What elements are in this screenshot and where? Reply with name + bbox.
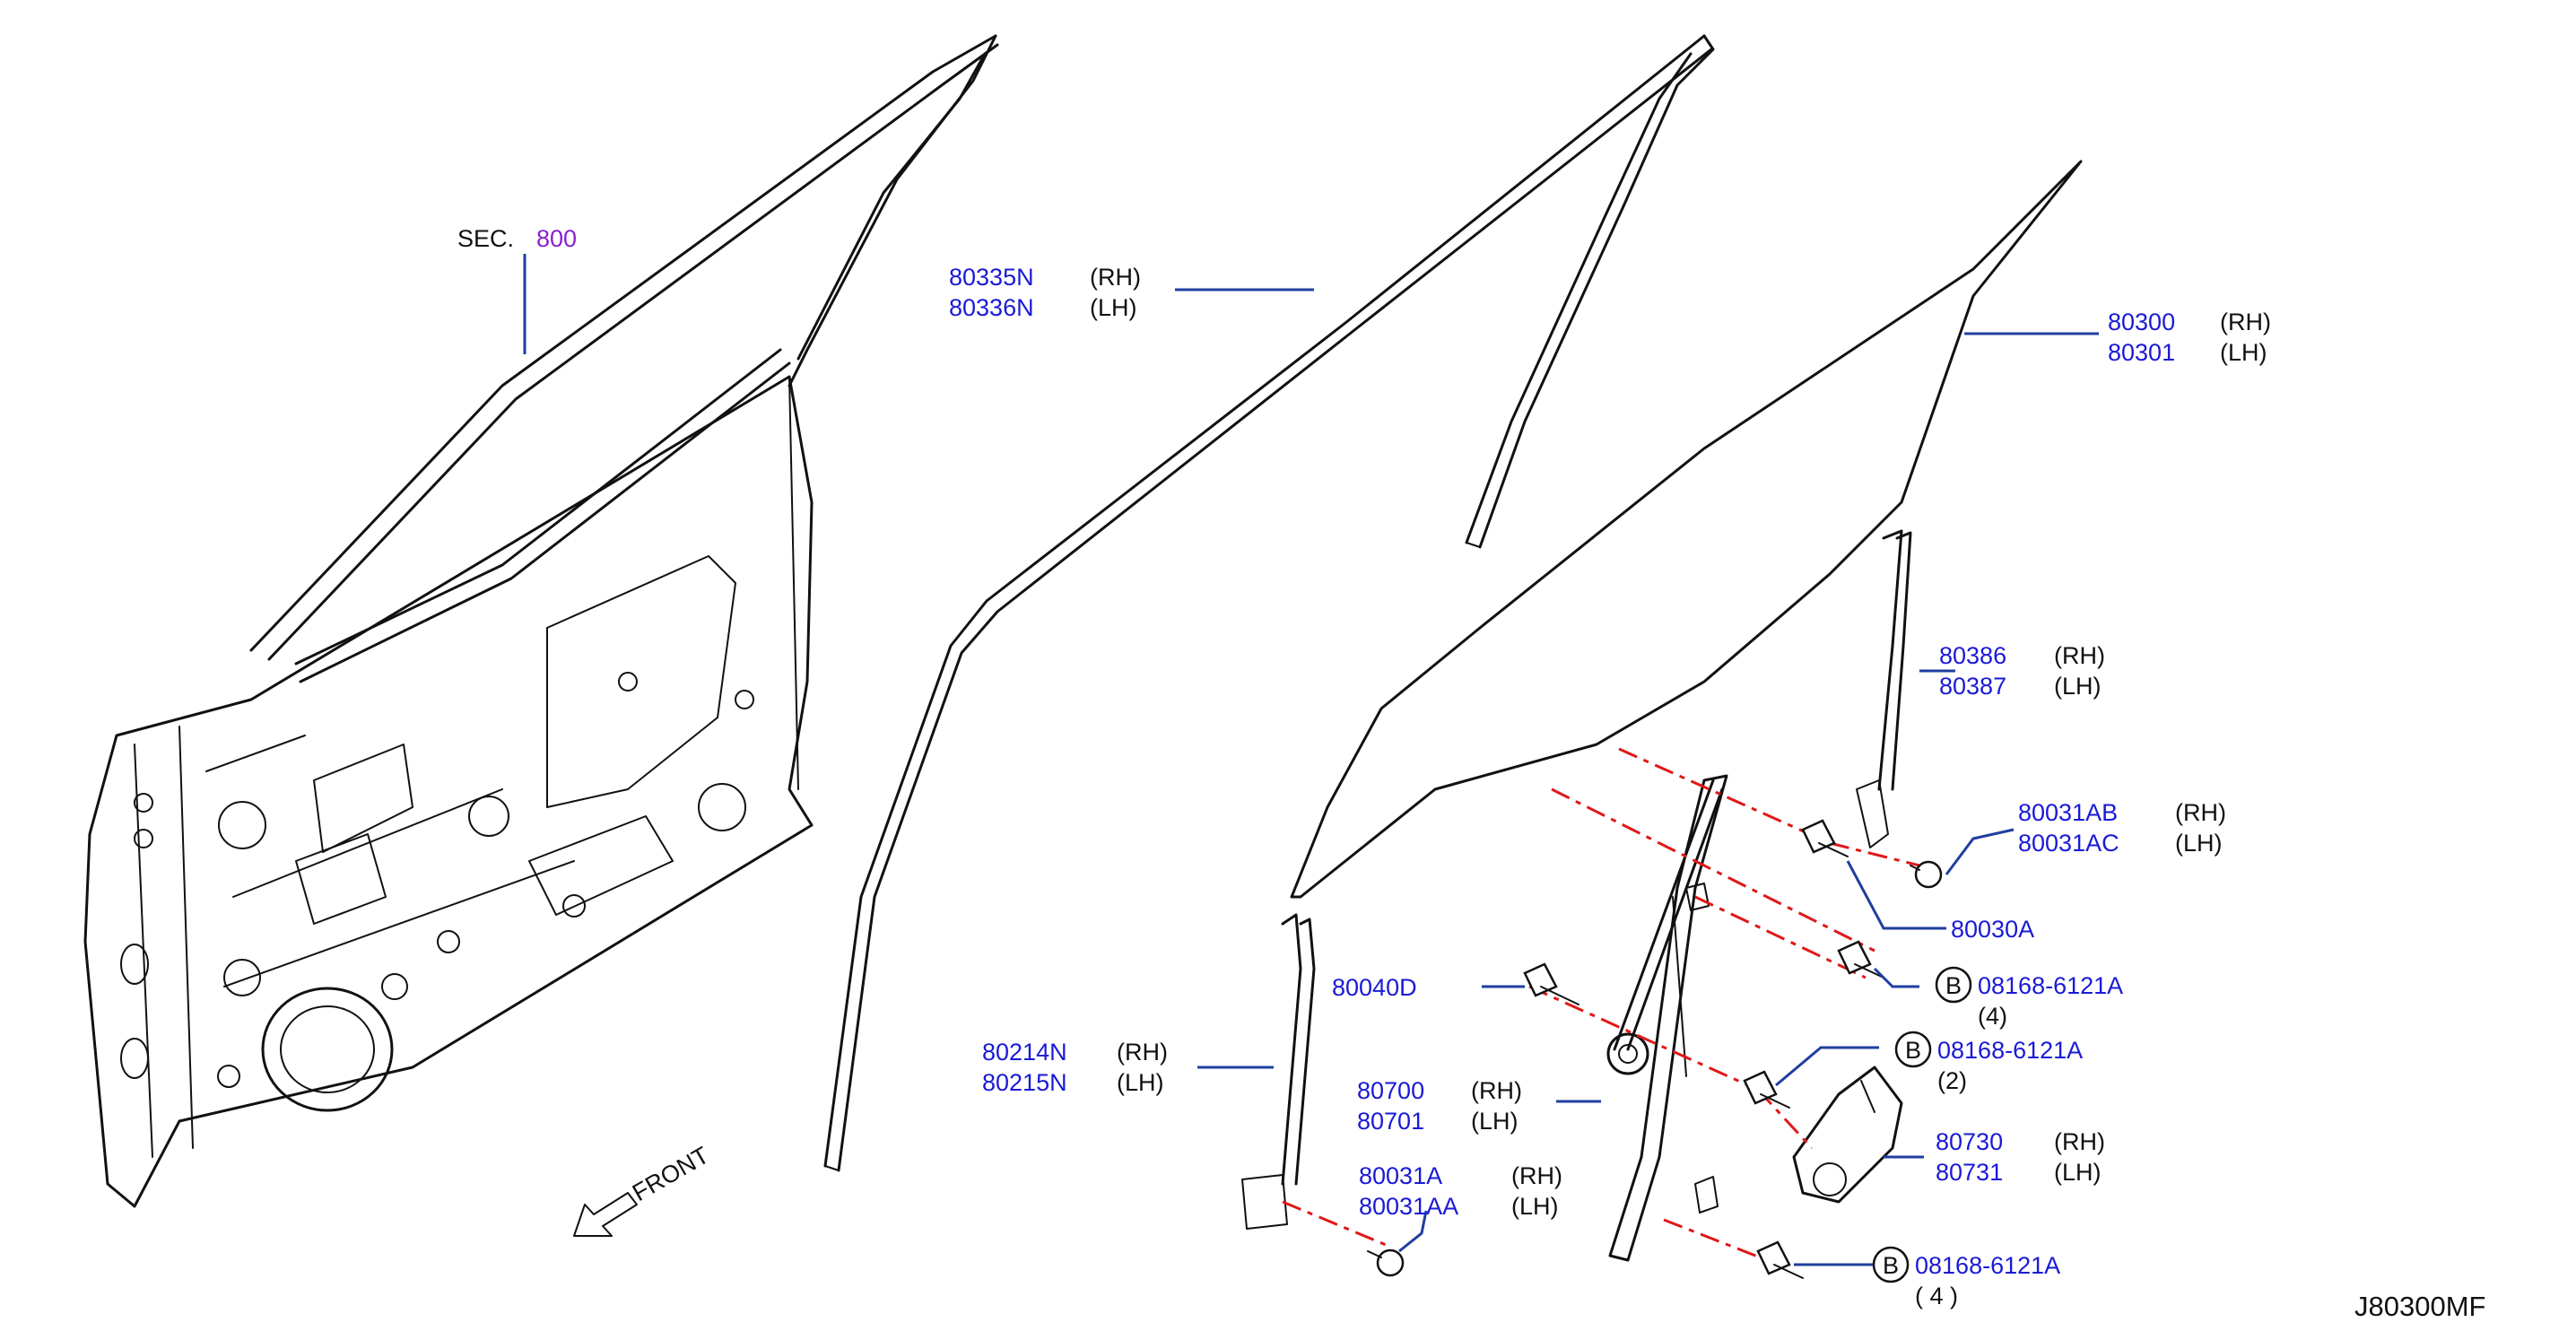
fastener-b2-qty: (2) bbox=[1937, 1067, 1967, 1094]
side-lh-80336n: (LH) bbox=[1090, 294, 1137, 321]
side-lh-80387: (LH) bbox=[2054, 673, 2102, 700]
fastener-b1-part[interactable]: 08168-6121A bbox=[1978, 972, 2123, 999]
diagram-code: J80300MF bbox=[2354, 1291, 2485, 1322]
door-glass-80300 bbox=[1290, 160, 2083, 899]
window-regulator-80700 bbox=[1606, 774, 1728, 1262]
assembly-lines bbox=[1282, 747, 1920, 1262]
bolt-80030a-icon bbox=[1801, 819, 1849, 857]
side-rh-80300: (RH) bbox=[2220, 309, 2271, 335]
front-sash-80214n bbox=[1241, 913, 1316, 1230]
part-80700[interactable]: 80700 bbox=[1357, 1077, 1424, 1104]
side-rh-80031ab: (RH) bbox=[2175, 799, 2226, 826]
clip-80031a-leader bbox=[1398, 1210, 1428, 1253]
side-lh-80031aa: (LH) bbox=[1511, 1193, 1559, 1220]
door-panel bbox=[83, 34, 999, 1208]
side-lh-80731: (LH) bbox=[2054, 1159, 2102, 1186]
part-80730[interactable]: 80730 bbox=[1936, 1128, 2003, 1155]
part-80301[interactable]: 80301 bbox=[2108, 339, 2175, 366]
section-ref-prefix: SEC. bbox=[457, 225, 514, 252]
clip-80031a-icon bbox=[1367, 1248, 1405, 1277]
side-rh-80031a: (RH) bbox=[1511, 1162, 1562, 1189]
fastener-b1-leader bbox=[1873, 967, 1919, 988]
fastener-b2-leader bbox=[1775, 1046, 1879, 1087]
clip-80031ab-icon bbox=[1910, 860, 1943, 889]
side-lh-80215n: (LH) bbox=[1117, 1069, 1164, 1096]
clip-80031ab-leader bbox=[1945, 828, 2015, 875]
side-rh-80700: (RH) bbox=[1471, 1077, 1522, 1104]
fastener-b3-symbol: B bbox=[1883, 1252, 1899, 1279]
fasteners bbox=[1367, 819, 1943, 1279]
part-80387[interactable]: 80387 bbox=[1939, 673, 2006, 700]
fastener-b3-symbol-circle bbox=[1872, 1246, 1910, 1283]
rear-guide-rail-80386 bbox=[1856, 529, 1912, 848]
side-lh-80301: (LH) bbox=[2220, 339, 2267, 366]
part-80040d[interactable]: 80040D bbox=[1332, 974, 1417, 1001]
bolt-80030a-leader bbox=[1846, 860, 1946, 930]
fastener-b3-part[interactable]: 08168-6121A bbox=[1915, 1252, 2060, 1279]
fastener-b2-part[interactable]: 08168-6121A bbox=[1937, 1037, 2083, 1064]
part-80031aa[interactable]: 80031AA bbox=[1359, 1193, 1458, 1220]
part-80215n[interactable]: 80215N bbox=[982, 1069, 1067, 1096]
part-80386[interactable]: 80386 bbox=[1939, 642, 2006, 669]
bolt-b2-icon bbox=[1743, 1070, 1790, 1109]
side-rh-80386: (RH) bbox=[2054, 642, 2105, 669]
side-lh-80031ac: (LH) bbox=[2175, 830, 2223, 857]
fastener-b2-symbol-circle bbox=[1894, 1031, 1932, 1068]
side-rh-80730: (RH) bbox=[2054, 1128, 2105, 1155]
part-80731[interactable]: 80731 bbox=[1936, 1159, 2003, 1186]
part-80030a[interactable]: 80030A bbox=[1951, 916, 2034, 943]
fastener-b3-qty: ( 4 ) bbox=[1915, 1283, 1958, 1309]
bolt-b3-icon bbox=[1756, 1240, 1804, 1279]
part-80031ab[interactable]: 80031AB bbox=[2018, 799, 2118, 826]
fastener-b1-symbol-circle bbox=[1935, 966, 1972, 1004]
front-arrow-icon bbox=[573, 1192, 638, 1237]
part-80335n[interactable]: 80335N bbox=[949, 264, 1034, 291]
part-80701[interactable]: 80701 bbox=[1357, 1108, 1424, 1135]
side-rh-80335n: (RH) bbox=[1090, 264, 1141, 291]
part-80300[interactable]: 80300 bbox=[2108, 309, 2175, 335]
bolt-80040d-icon bbox=[1523, 962, 1580, 1005]
fastener-b1-qty: (4) bbox=[1978, 1003, 2007, 1030]
section-ref-number[interactable]: 800 bbox=[536, 225, 577, 252]
fastener-b2-symbol: B bbox=[1905, 1037, 1921, 1064]
fastener-b1-symbol: B bbox=[1945, 972, 1962, 999]
part-80031ac[interactable]: 80031AC bbox=[2018, 830, 2119, 857]
side-lh-80701: (LH) bbox=[1471, 1108, 1519, 1135]
window-sash-80335n bbox=[823, 34, 1715, 1172]
bolt-b1-icon bbox=[1837, 940, 1884, 979]
side-rh-80214n: (RH) bbox=[1117, 1039, 1168, 1066]
part-80336n[interactable]: 80336N bbox=[949, 294, 1034, 321]
part-80031a[interactable]: 80031A bbox=[1359, 1162, 1442, 1189]
front-label: FRONT bbox=[628, 1142, 714, 1206]
part-80214n[interactable]: 80214N bbox=[982, 1039, 1067, 1066]
window-motor-80730 bbox=[1792, 1066, 1903, 1204]
